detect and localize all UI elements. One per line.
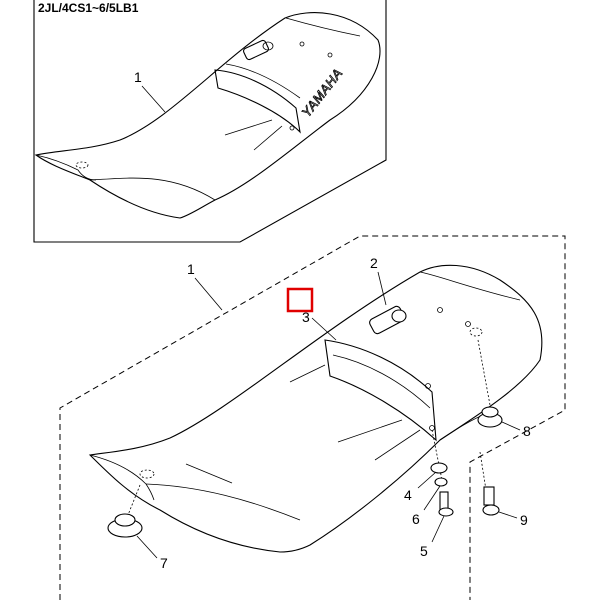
main-seat-outline: [88, 264, 543, 553]
inset-seat-side: [89, 177, 216, 201]
part-9-head: [482, 504, 500, 516]
callout-3-highlight: [286, 287, 314, 313]
part-9-bolt: [479, 451, 500, 516]
main-strap-inner: [332, 354, 431, 409]
part-9-axis: [479, 451, 487, 491]
callout-7: 7: [160, 555, 168, 571]
part-8-grommet: [477, 339, 503, 428]
main-seat-side: [145, 483, 301, 521]
main-seam-2: [337, 419, 403, 443]
part-7-top: [114, 513, 136, 527]
hinge-pin: [391, 309, 407, 323]
callout-3: 3: [302, 309, 310, 325]
part-6-washer: [434, 477, 448, 487]
part-8-top: [481, 406, 499, 418]
inset-seat-tail-edge: [285, 17, 361, 37]
main-dot-3: [425, 383, 431, 389]
inset-hinge-pin: [262, 41, 274, 51]
inset-leader-1: [141, 85, 166, 113]
main-seam-4: [185, 463, 233, 484]
assembly-boundary: [59, 235, 566, 600]
washer-stack: [430, 429, 454, 517]
callout-5: 5: [420, 543, 428, 559]
inset-dot-2: [327, 52, 333, 58]
inset-seam-1: [224, 119, 273, 136]
inset-seat-outline: [34, 12, 381, 219]
leader-5: [431, 515, 445, 543]
callout-9: 9: [520, 512, 528, 528]
main-dot-rear: [469, 327, 483, 337]
main-seat-tail-edge: [419, 271, 521, 301]
leader-2: [377, 271, 387, 306]
inset-border: [33, 0, 387, 243]
main-dot-front: [139, 469, 155, 479]
leader-6: [423, 485, 441, 511]
part-7-grommet: [107, 484, 143, 538]
part-8-axis: [477, 339, 491, 406]
inset-strap: [214, 69, 301, 134]
callout-8: 8: [523, 423, 531, 439]
part-4-washer: [430, 462, 448, 474]
leader-3: [311, 317, 337, 341]
part-7-axis: [127, 484, 141, 516]
callout-4: 4: [404, 487, 412, 503]
stack-axis: [431, 429, 443, 481]
main-dot-2: [465, 321, 471, 327]
inset-dot-front: [75, 161, 89, 169]
callout-1: 1: [187, 261, 195, 277]
main-seam-1: [289, 364, 326, 383]
inset-seat: YAMAHA: [34, 12, 381, 219]
leader-9: [498, 511, 518, 519]
inset-brand-text: YAMAHA: [299, 66, 346, 120]
leader-1: [194, 277, 223, 311]
part-5-shank: [439, 491, 449, 511]
inset-seam-2: [253, 125, 283, 151]
inset-dot-1: [299, 41, 305, 47]
leader-8: [501, 421, 521, 431]
main-seam-3: [374, 429, 421, 461]
main-strap: [324, 339, 437, 442]
part-9-shank: [483, 486, 495, 506]
callout-2: 2: [370, 255, 378, 271]
inset-seat-tip: [35, 154, 97, 181]
main-hinge: [369, 305, 407, 335]
inset-model-code: 2JL/4CS1~6/5LB1: [38, 1, 139, 15]
inset-strap-edge: [225, 63, 301, 99]
leader-4: [417, 471, 437, 489]
main-seat: [88, 264, 543, 553]
inset-hinge: [243, 39, 269, 61]
part-5-head: [438, 507, 454, 517]
leader-7: [136, 535, 158, 559]
main-dot-1: [437, 307, 443, 313]
main-seat-nose: [89, 454, 155, 501]
inset-panel: 2JL/4CS1~6/5LB1 YAMAHA 1: [33, 0, 387, 243]
inset-dot-3: [289, 125, 295, 131]
callout-6: 6: [412, 511, 420, 527]
inset-callout-1: 1: [134, 69, 142, 85]
